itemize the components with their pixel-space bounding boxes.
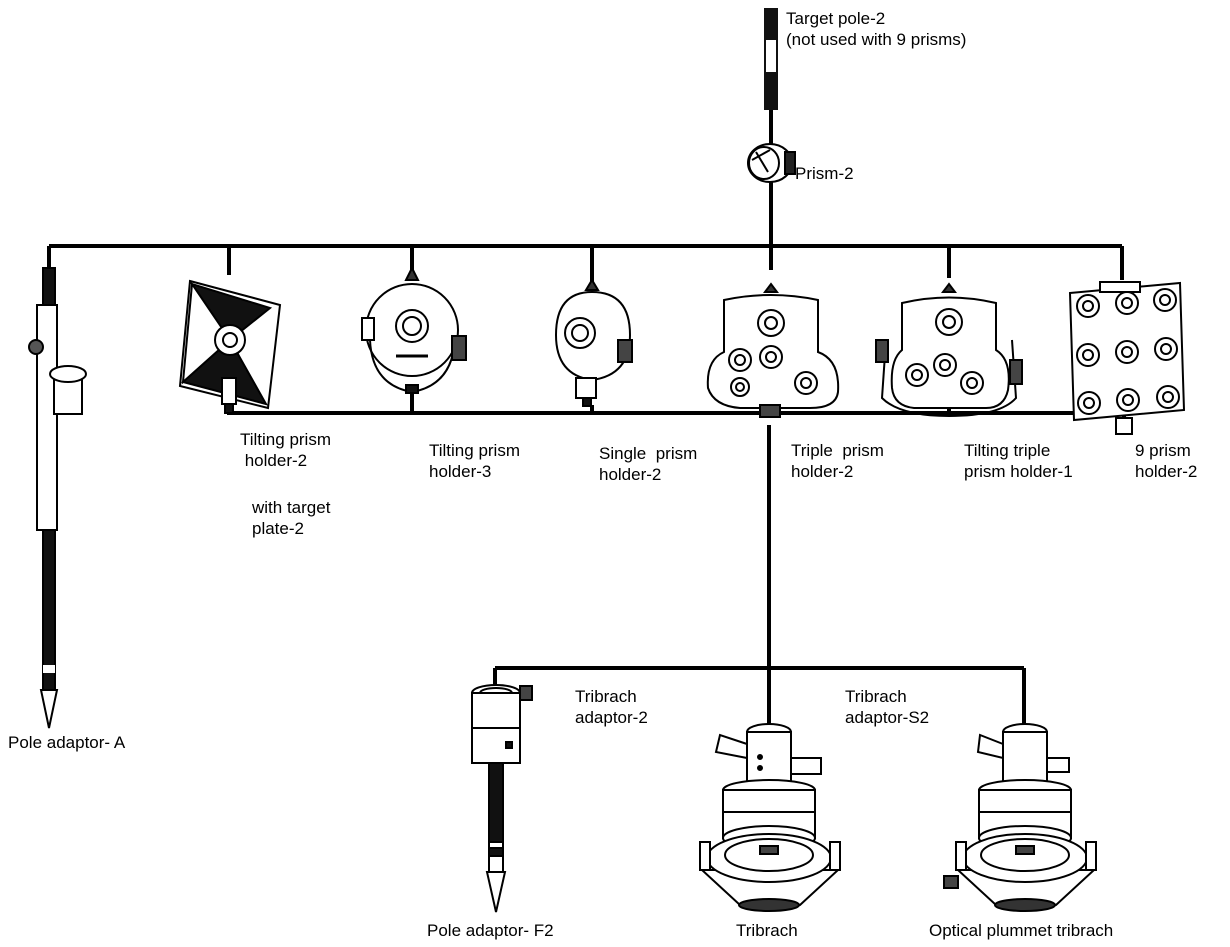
tribrach-icon bbox=[699, 833, 841, 912]
triple-prism-holder-2-icon bbox=[706, 282, 840, 418]
tilting-triple-prism-holder-1-line1: Tilting triple bbox=[964, 441, 1051, 460]
target-pole-2-line2: (not used with 9 prisms) bbox=[786, 30, 967, 49]
tilting-prism-holder-3-label: Tilting prism holder-3 bbox=[429, 440, 520, 482]
optical-plummet-tribrach-icon bbox=[943, 833, 1097, 912]
single-prism-holder-2-line1: Single prism bbox=[599, 444, 698, 463]
prism-2-label: Prism-2 bbox=[795, 164, 854, 183]
triple-prism-holder-2-line1: Triple prism bbox=[791, 441, 884, 460]
triple-prism-holder-2-label: Triple prism holder-2 bbox=[791, 440, 884, 482]
tilting-prism-holder-3-line1: Tilting prism bbox=[429, 441, 520, 460]
nine-prism-holder-2-label: 9 prism holder-2 bbox=[1135, 440, 1197, 482]
tilting-triple-prism-holder-1-line2: prism holder-1 bbox=[964, 462, 1073, 481]
nine-prism-holder-2-line1: 9 prism bbox=[1135, 441, 1191, 460]
nine-prism-holder-2-line2: holder-2 bbox=[1135, 462, 1198, 481]
single-prism-holder-2-line2: holder-2 bbox=[599, 465, 662, 484]
target-pole-2-icon bbox=[764, 8, 778, 110]
tilting-prism-holder-2-line1: Tilting prism bbox=[240, 430, 331, 449]
tilting-prism-holder-2-icon bbox=[178, 279, 282, 414]
tribrach-adaptor-2-icon bbox=[471, 684, 533, 913]
tribrach-adaptor-s2-line2: adaptor-S2 bbox=[845, 708, 930, 727]
tribrach-adaptor-2-line2: adaptor-2 bbox=[575, 708, 648, 727]
tribrach-adaptor-2-label: Tribrach adaptor-2 bbox=[575, 686, 648, 728]
target-pole-2-line1: Target pole-2 bbox=[786, 9, 886, 28]
tilting-prism-holder-3-icon bbox=[361, 265, 467, 394]
pole-adaptor-f2-label: Pole adaptor- F2 bbox=[427, 921, 554, 940]
tilting-prism-holder-2-label: Tilting prism holder-2 bbox=[240, 429, 331, 471]
pole-adaptor-a-label: Pole adaptor- A bbox=[8, 733, 126, 752]
tribrach-adaptor-2-line1: Tribrach bbox=[575, 687, 637, 706]
tilting-triple-prism-holder-1-label: Tilting triple prism holder-1 bbox=[964, 440, 1073, 482]
single-prism-holder-2-label: Single prism holder-2 bbox=[599, 443, 697, 485]
tribrach-adaptor-s2-line1: Tribrach bbox=[845, 687, 907, 706]
with-target-plate-2-line1: with target bbox=[252, 498, 331, 517]
optical-plummet-tribrach-label: Optical plummet tribrach bbox=[929, 921, 1114, 940]
tilting-prism-holder-3-line2: holder-3 bbox=[429, 462, 492, 481]
tribrach-adaptor-s2-label: Tribrach adaptor-S2 bbox=[845, 686, 929, 728]
optical-plummet-adaptor-icon bbox=[976, 723, 1072, 851]
triple-prism-holder-2-line2: holder-2 bbox=[791, 462, 854, 481]
prism-2-icon bbox=[747, 143, 796, 183]
tilting-prism-holder-2-line2: holder-2 bbox=[240, 451, 308, 470]
tilting-triple-prism-holder-1-icon bbox=[875, 282, 1023, 418]
with-target-plate-2-line2: plate-2 bbox=[252, 519, 304, 538]
with-target-plate-2-label: with target plate-2 bbox=[252, 497, 330, 539]
tribrach-adaptor-s2-icon bbox=[714, 723, 822, 851]
single-prism-holder-2-icon bbox=[554, 278, 633, 407]
target-pole-2-label: Target pole-2 (not used with 9 prisms) bbox=[786, 8, 966, 50]
tribrach-label: Tribrach bbox=[736, 921, 798, 940]
pole-adaptor-a-icon bbox=[28, 267, 87, 729]
nine-prism-holder-2-icon bbox=[1068, 281, 1186, 435]
